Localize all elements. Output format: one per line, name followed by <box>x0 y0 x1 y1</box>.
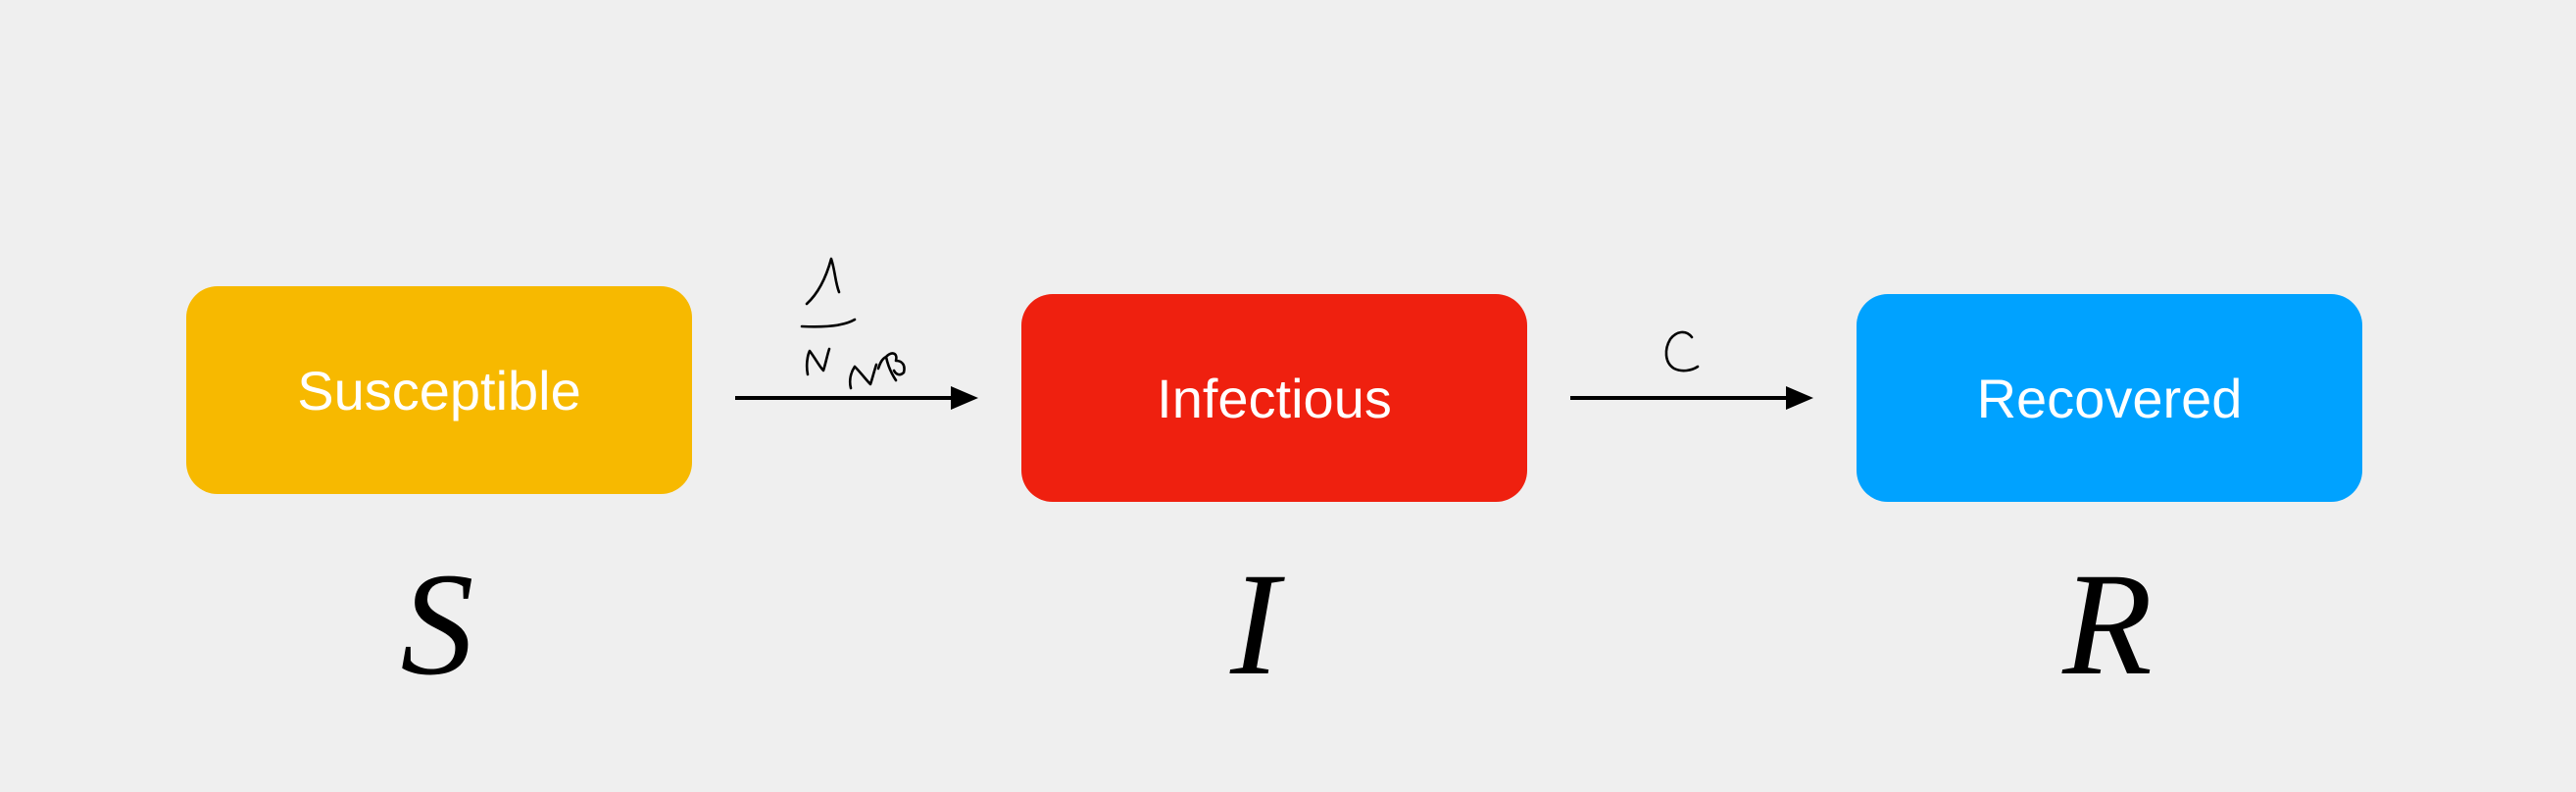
recovered-box: Recovered <box>1857 294 2362 502</box>
handwritten-recovery-rate <box>1664 330 1700 372</box>
infectious-label: Infectious <box>1157 367 1392 429</box>
arrow-i-to-r <box>1570 386 1813 410</box>
symbol-i: I <box>1230 543 1279 706</box>
recovered-label: Recovered <box>1976 367 2243 429</box>
infectious-box: Infectious <box>1021 294 1527 502</box>
symbol-s: S <box>400 543 474 706</box>
arrow-s-to-i <box>735 386 978 410</box>
symbol-r: R <box>2062 543 2153 706</box>
susceptible-label: Susceptible <box>297 359 581 421</box>
handwritten-infection-rate <box>800 257 906 390</box>
susceptible-box: Susceptible <box>186 286 692 494</box>
